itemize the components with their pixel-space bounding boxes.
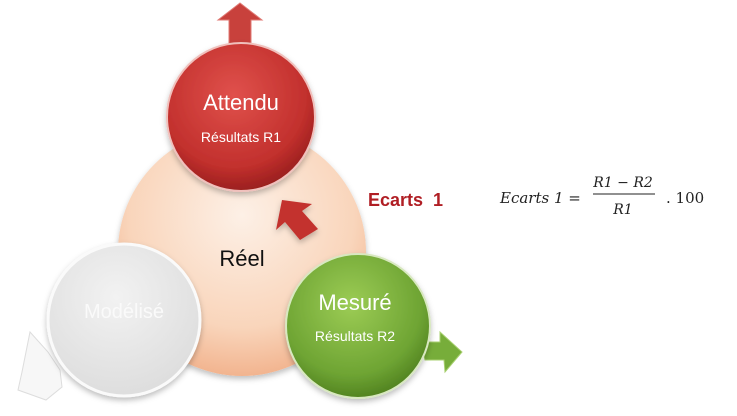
mesure-circle [285,253,431,399]
formula-lhs: Ecarts 1 = [499,189,581,207]
right-arrow-icon [419,330,463,374]
formula-denominator: R1 [612,202,632,218]
up-arrow-icon [216,2,264,49]
modelise-circle [46,242,202,398]
left-arrow-icon [17,330,63,401]
formula-numerator: R1 − R2 [592,175,653,191]
mesure-title: Mesuré [318,290,391,315]
reel-label: Réel [219,246,264,271]
modelise-title: Modélisé [84,301,164,323]
mesure-subtitle: Résultats R2 [315,328,395,344]
attendu-circle [166,42,316,192]
attendu-subtitle: Résultats R1 [201,129,281,145]
attendu-title: Attendu [203,90,279,115]
ecart-arrow-icon [276,200,318,240]
formula-multiplier: . 100 [666,189,704,207]
formula: Ecarts 1 = R1 − R2 R1 . 100 [499,175,704,218]
ecart-label: Ecarts 1 [368,190,443,210]
